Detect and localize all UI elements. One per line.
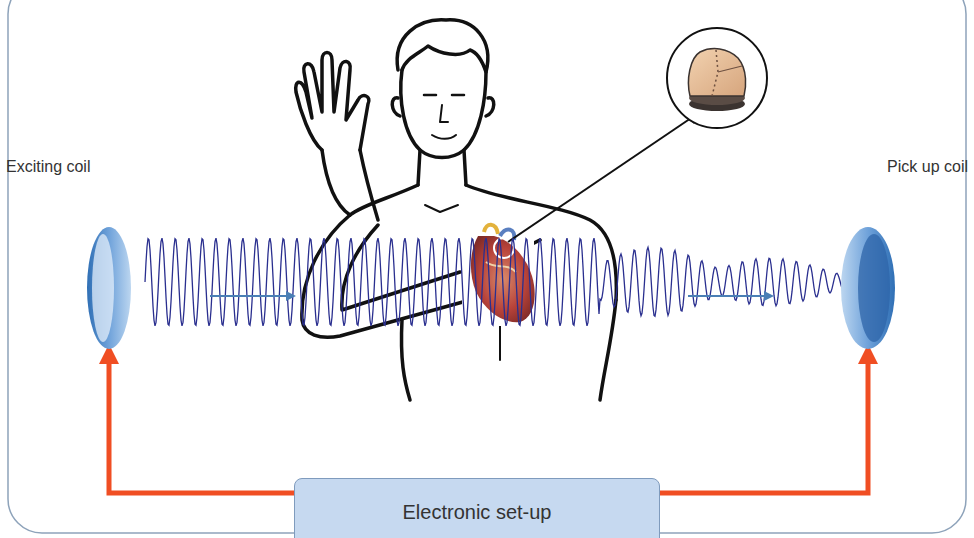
- frame: [8, 0, 966, 533]
- coil-node: Exciting coil: [6, 158, 156, 350]
- signal-wire: [660, 352, 868, 493]
- direction-arrow: [210, 291, 774, 301]
- setup-box: Electronic set-up: [294, 478, 660, 538]
- valve-inset: [667, 28, 767, 128]
- coil-label: Exciting coil: [6, 158, 90, 176]
- coil-node: Pick up coil: [830, 158, 968, 350]
- coil-shape: [86, 226, 132, 350]
- box-label: Electronic set-up: [403, 501, 552, 524]
- magnetic-wave: [145, 238, 842, 326]
- signal-wire: [109, 352, 294, 493]
- leader-line: [508, 112, 700, 242]
- person-outline: [296, 20, 617, 400]
- coil-shape: [840, 226, 896, 350]
- coil-label: Pick up coil: [887, 158, 968, 176]
